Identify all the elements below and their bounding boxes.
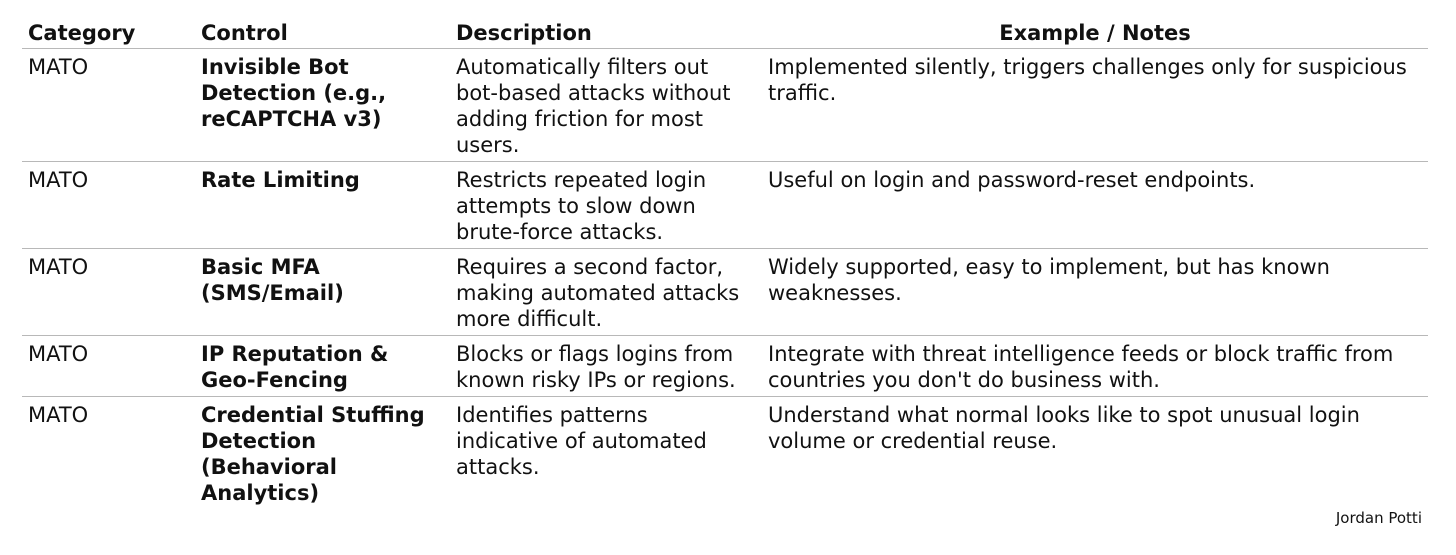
- table-row: MATO IP Reputation & Geo-Fencing Blocks …: [22, 335, 1428, 397]
- cell-control: Credential Stuffing Detection (Behaviora…: [201, 403, 425, 505]
- table-header-row: Category Control Description Example / N…: [22, 16, 1428, 49]
- header-notes: Example / Notes: [762, 16, 1428, 49]
- table-row: MATO Basic MFA (SMS/Email) Requires a se…: [22, 248, 1428, 336]
- cell-description: Blocks or flags logins from known risky …: [450, 335, 762, 397]
- cell-description: Automatically filters out bot-based atta…: [450, 48, 762, 162]
- cell-notes: Understand what normal looks like to spo…: [768, 403, 1360, 453]
- cell-notes: Widely supported, easy to implement, but…: [762, 248, 1428, 336]
- cell-control: Invisible Bot Detection (e.g., reCAPTCHA…: [195, 48, 450, 162]
- cell-category: MATO: [22, 161, 195, 249]
- header-category: Category: [22, 16, 195, 49]
- header-description: Description: [450, 16, 762, 49]
- header-control: Control: [195, 16, 450, 49]
- cell-description: Restricts repeated login attempts to slo…: [450, 161, 762, 249]
- cell-description: Identifies patterns indicative of automa…: [456, 403, 707, 479]
- table-row: MATO Invisible Bot Detection (e.g., reCA…: [22, 48, 1428, 162]
- cell-notes: Integrate with threat intelligence feeds…: [762, 335, 1428, 397]
- controls-table-container: Category Control Description Example / N…: [22, 16, 1428, 509]
- cell-category: MATO: [22, 335, 195, 397]
- cell-control: IP Reputation & Geo-Fencing: [195, 335, 450, 397]
- cell-notes: Useful on login and password-reset endpo…: [762, 161, 1428, 249]
- cell-notes: Implemented silently, triggers challenge…: [762, 48, 1428, 162]
- controls-table: Category Control Description Example / N…: [22, 16, 1428, 509]
- table-row: MATO Rate Limiting Restricts repeated lo…: [22, 161, 1428, 249]
- cell-control: Basic MFA (SMS/Email): [195, 248, 450, 336]
- cell-category: MATO: [28, 403, 89, 427]
- cell-control: Rate Limiting: [195, 161, 450, 249]
- table-row: MATO Credential Stuffing Detection (Beha…: [22, 397, 1428, 510]
- cell-category: MATO: [22, 248, 195, 336]
- cell-description: Requires a second factor, making automat…: [450, 248, 762, 336]
- cell-category: MATO: [22, 48, 195, 162]
- author-credit: Jordan Potti: [1335, 509, 1422, 527]
